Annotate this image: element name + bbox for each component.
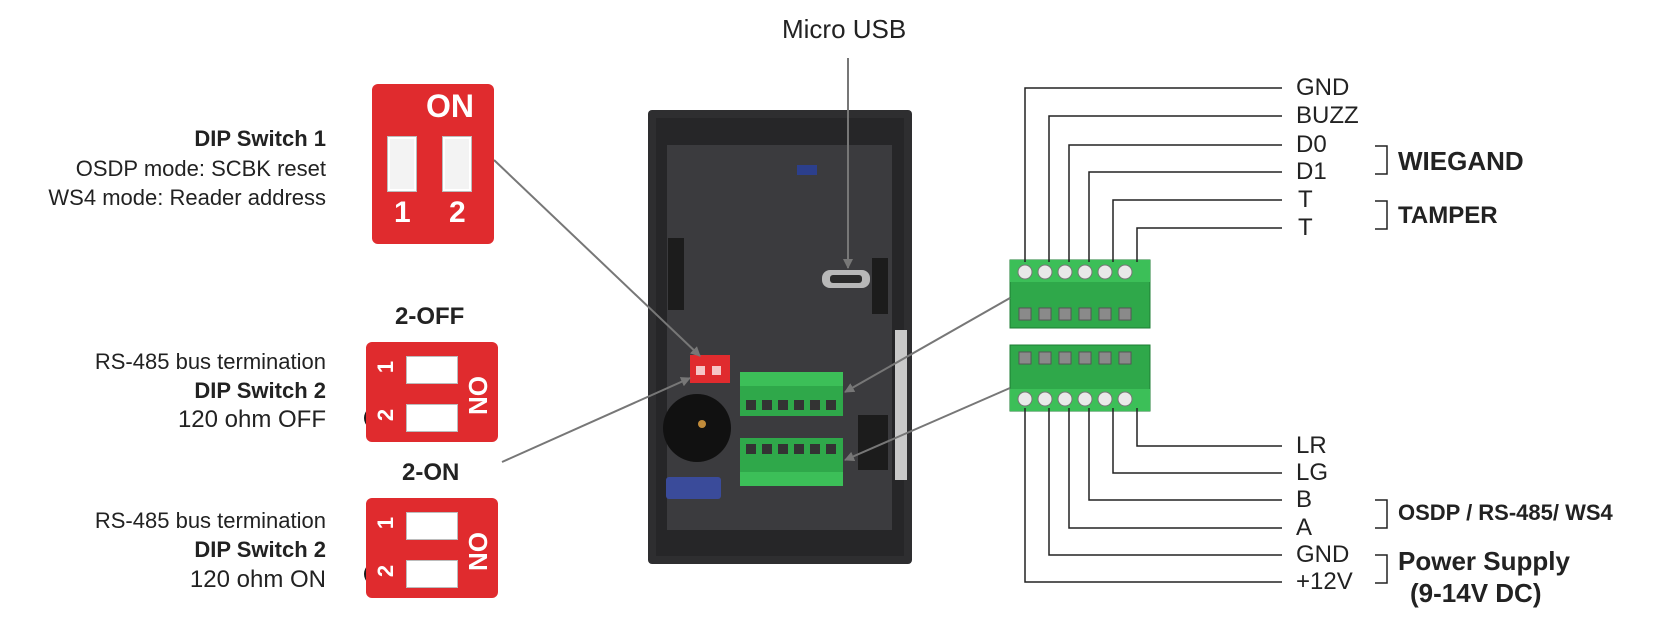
- dip2-on-num-1: 1: [373, 516, 399, 530]
- led-component: [797, 165, 817, 175]
- onboard-terminal-lower: [740, 438, 843, 486]
- dip2-on-on-label: ON: [463, 532, 493, 571]
- dip1-line1: OSDP mode: SCBK reset: [75, 156, 326, 181]
- pin-tamper-1: T: [1298, 186, 1313, 213]
- dip-switch-1-graphic: ON 1 2: [372, 84, 494, 244]
- dip2-on-line1: RS-485 bus termination: [94, 508, 326, 533]
- dip2-on-heading: 2-ON: [402, 459, 460, 486]
- dip2-on-switch-2: [406, 560, 458, 588]
- pin-tamper-2: T: [1298, 214, 1313, 241]
- lower-wires: [1024, 408, 1282, 583]
- dip1-num-1: 1: [394, 196, 411, 229]
- dip1-switch-2: [442, 136, 472, 192]
- reader-device: [648, 110, 912, 564]
- group-power-line1: Power Supply: [1398, 546, 1570, 576]
- dip1-num-2: 2: [449, 196, 466, 229]
- capacitor: [666, 477, 721, 499]
- micro-usb-label: Micro USB: [782, 14, 907, 44]
- dip2-off-on-label: ON: [463, 376, 493, 415]
- dip2-on-switch-1: [406, 512, 458, 540]
- dip2-off-switch-1: [406, 356, 458, 384]
- upper-wires: [1024, 87, 1282, 262]
- onboard-dip-switch: [690, 355, 730, 383]
- dip1-switch-1: [387, 136, 417, 192]
- dip1-line2: WS4 mode: Reader address: [48, 185, 326, 210]
- dip2-off-heading: 2-OFF: [395, 303, 465, 330]
- pin-gnd-upper: GND: [1296, 74, 1350, 101]
- pin-lr: LR: [1296, 432, 1327, 459]
- terminal-block-lower: [1009, 344, 1151, 412]
- dip2-on-title: DIP Switch 2: [194, 537, 326, 562]
- group-osdp: OSDP / RS-485/ WS4: [1398, 500, 1613, 525]
- pin-12v: +12V: [1296, 568, 1353, 595]
- pin-gnd-lower: GND: [1296, 541, 1350, 568]
- group-power-line2: (9-14V DC): [1410, 578, 1542, 608]
- onboard-terminal-upper: [740, 372, 843, 416]
- pin-b: B: [1296, 486, 1313, 513]
- dip2-off-line1: RS-485 bus termination: [94, 349, 326, 374]
- pin-buzz: BUZZ: [1296, 102, 1359, 129]
- pin-lg: LG: [1296, 459, 1329, 486]
- dip2-off-line3: 120 ohm OFF: [177, 406, 326, 433]
- buzzer: [663, 394, 731, 462]
- terminal-block-upper: [1009, 259, 1151, 329]
- dip-switch-2-on-graphic: 1 2 ON: [366, 498, 498, 598]
- dip2-on-line3: 120 ohm ON: [189, 566, 326, 593]
- dip2-off-switch-2: [406, 404, 458, 432]
- micro-usb-port: [822, 270, 870, 288]
- dip2-off-num-2: 2: [373, 408, 399, 422]
- dip-switch-2-off-graphic: 1 2 ON: [366, 342, 498, 442]
- dip1-title: DIP Switch 1: [194, 126, 326, 151]
- group-wiegand: WIEGAND: [1398, 146, 1524, 176]
- pin-d0: D0: [1296, 131, 1327, 158]
- dip2-on-num-2: 2: [373, 564, 399, 578]
- dip1-on-label: ON: [426, 88, 474, 124]
- pin-header: [668, 238, 684, 310]
- dip2-off-num-1: 1: [373, 360, 399, 374]
- dip2-off-title: DIP Switch 2: [194, 378, 326, 403]
- pin-d1: D1: [1296, 158, 1327, 185]
- group-brackets: [1375, 145, 1388, 584]
- pointer-arrows: [493, 58, 1011, 463]
- pin-a: A: [1296, 514, 1313, 541]
- group-tamper: TAMPER: [1398, 202, 1498, 229]
